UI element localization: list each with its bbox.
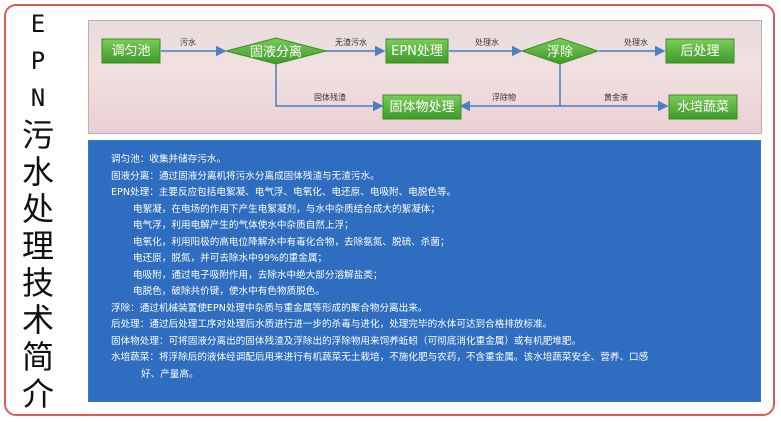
svg-text:固液分离: 固液分离 (250, 44, 302, 60)
edge-label: 无渣污水 (335, 37, 367, 47)
side-title-char: P (30, 46, 46, 75)
description-panel: 调匀池：收集并储存污水。 固液分离：通过固液分离机将污水分离成固体残渣与无渣污水… (88, 140, 761, 402)
node-guti: 固体物处理 (382, 94, 462, 120)
side-title-char: 污 (21, 115, 54, 154)
svg-text:EPN处理: EPN处理 (391, 44, 443, 59)
node-tiaojun: 调匀池 (101, 38, 161, 64)
flow-diagram-panel: 污水 无渣污水 处理水 处理水 固体残渣 浮除物 黄金液 调匀池 固液分离 EP… (88, 20, 762, 134)
svg-text:水培蔬菜: 水培蔬菜 (677, 99, 729, 115)
side-title-char: 术 (21, 300, 54, 339)
node-guye: 固液分离 (224, 37, 328, 65)
side-title-char: 水 (21, 152, 54, 191)
desc-line: 电吸附，通过电子吸附作用，去除水中绝大部分溶解盐类； (133, 269, 383, 281)
edge-label: 处理水 (624, 37, 648, 47)
desc-line: 水培蔬菜：将浮除后的液体经调配后用来进行有机蔬菜无土栽培，不施化肥与农药，不含重… (111, 352, 649, 363)
svg-text:浮除: 浮除 (547, 45, 573, 60)
side-title-char: 理 (21, 226, 54, 265)
side-title-char: 技 (21, 263, 54, 302)
desc-line: 后处理：通过后处理工序对处理后水质进行进一步的杀毒与进化，处理完毕的水体可达到合… (111, 319, 553, 330)
desc-line: 电脱色，破除共价键，使水中有色物质脱色。 (133, 286, 325, 297)
svg-text:后处理: 后处理 (680, 44, 719, 59)
side-title-char: N (30, 83, 46, 112)
edge-label: 处理水 (475, 37, 499, 47)
node-shupei: 水培蔬菜 (668, 94, 738, 120)
desc-line: 调匀池：收集并储存污水。 (111, 154, 227, 165)
node-epn: EPN处理 (385, 38, 449, 64)
svg-text:固体物处理: 固体物处理 (389, 100, 454, 115)
side-title-char: 介 (21, 374, 54, 413)
node-fuchu: 浮除 (520, 37, 600, 65)
side-title: E P N 污 水 处 理 技 术 简 介 (8, 6, 68, 413)
edge-label: 黄金液 (604, 92, 628, 102)
desc-line: 电氧化，利用阳极的高电位降解水中有毒化合物，去除氨氮、脱硫、杀菌； (133, 236, 450, 248)
edge-label: 浮除物 (492, 92, 516, 102)
desc-line: 浮除：通过机械装置使EPN处理中杂质与重金属等形成的聚合物分离出来。 (111, 302, 428, 314)
desc-line: 固液分离：通过固液分离机将污水分离成固体残渣与无渣污水。 (111, 170, 380, 182)
side-title-char: E (30, 9, 46, 38)
edge-guye-guti (275, 63, 384, 112)
side-title-char: 处 (21, 189, 54, 228)
edge-label: 污水 (180, 37, 196, 47)
node-houchuli: 后处理 (665, 38, 735, 64)
desc-line: 电气浮，利用电解产生的气体使水中杂质自然上浮； (133, 220, 354, 231)
desc-line: 电还原，脱氮，并可去除水中99%的重金属； (133, 253, 328, 264)
side-title-char: 简 (21, 337, 54, 376)
desc-line: 好、产量高。 (141, 368, 199, 380)
desc-line: 电絮凝，在电场的作用下产生电絮凝剂，与水中杂质结合成大的絮凝体； (133, 203, 440, 215)
outer-frame (4, 4, 775, 416)
desc-line: EPN处理：主要反应包括电絮凝、电气浮、电氧化、电还原、电吸附、电脱色等。 (111, 187, 457, 198)
flow-diagram: 污水 无渣污水 处理水 处理水 固体残渣 浮除物 黄金液 调匀池 固液分离 EP… (101, 37, 738, 120)
desc-line: 固体物处理：可将固液分离出的固体残渣及浮除出的浮除物用来饲养蚯蚓（可彻底消化重金… (111, 335, 582, 347)
svg-text:调匀池: 调匀池 (111, 44, 150, 59)
edge-label: 固体残渣 (314, 92, 346, 102)
